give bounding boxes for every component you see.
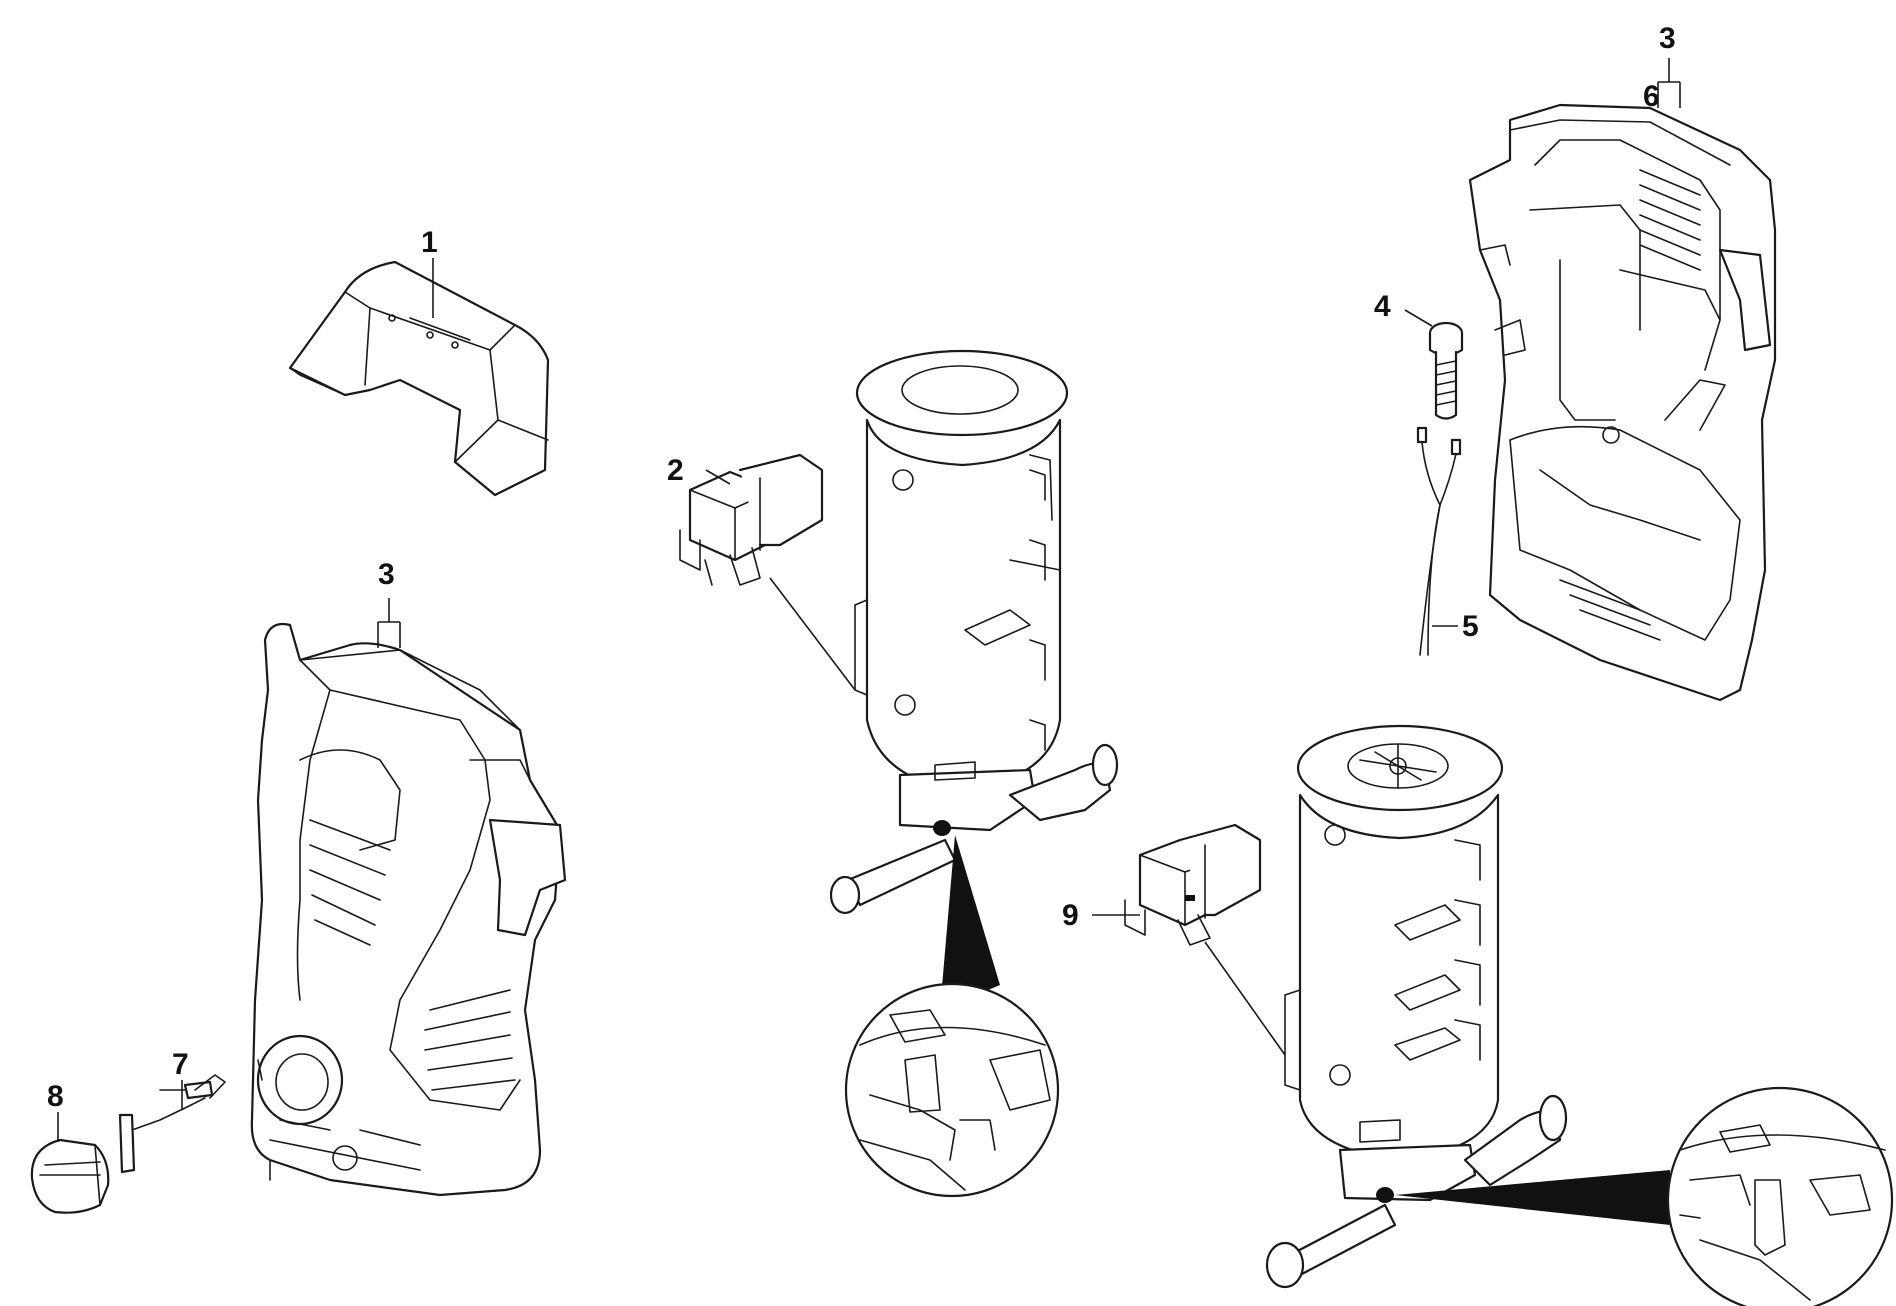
callout-6: 6 [1643,80,1660,113]
callout-2: 2 [667,454,684,487]
callout-4: 4 [1374,290,1391,323]
callout-9-leader-b [1204,941,1286,1056]
detail-zoom-left [844,835,1060,1198]
knob-part [30,1138,110,1214]
cable-part [1416,426,1462,656]
callout-9: 9 [1062,899,1079,932]
switch-right-part [1124,823,1262,946]
callout-3-left-bracket [377,598,401,648]
rear-housing-part [1468,103,1777,702]
callout-4-leader [1404,309,1433,327]
spring-clip-part [118,1074,226,1174]
callout-5: 5 [1462,610,1479,643]
motor-left-part [829,349,1119,915]
callout-3-right-bracket [1657,58,1681,108]
detail-zoom-right [1395,1086,1894,1306]
callout-3-right: 3 [1659,22,1676,55]
cable-gland-part [1428,321,1464,420]
callout-2-leader-b [769,577,856,691]
callout-7: 7 [172,1048,189,1081]
callout-2-leader-a [705,469,731,485]
callout-3-left: 3 [378,558,395,591]
handle-part [288,260,550,497]
switch-left-part [679,453,824,586]
front-housing-part [250,622,567,1197]
callout-8: 8 [47,1080,64,1113]
motor-right-part [1265,724,1568,1289]
callout-1: 1 [421,226,438,259]
